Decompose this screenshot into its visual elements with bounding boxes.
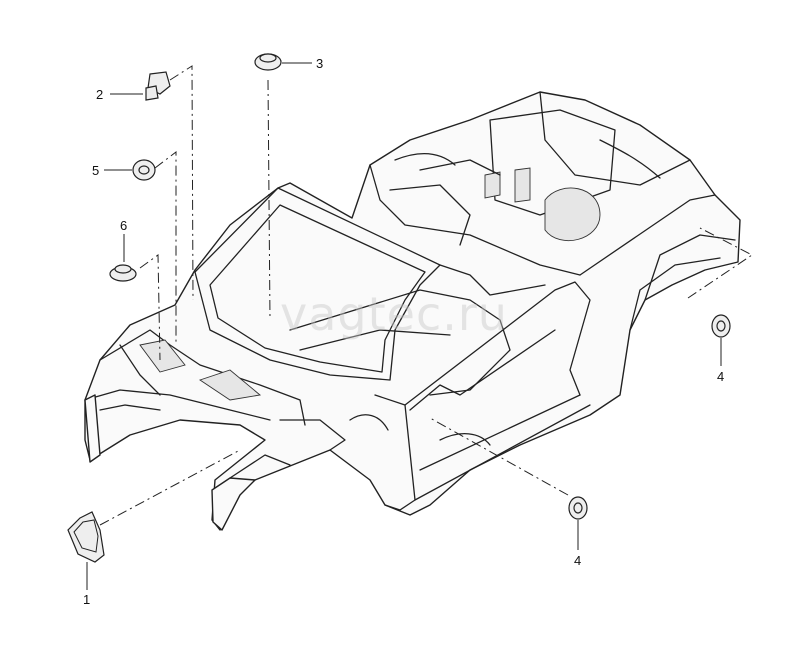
part-5-grommet xyxy=(104,159,156,181)
dashed-leaders xyxy=(99,65,753,526)
part-3-grommet xyxy=(254,53,312,71)
callout-2: 2 xyxy=(96,87,103,102)
part-4-grommet-bottom xyxy=(568,496,588,550)
callout-6: 6 xyxy=(120,218,127,233)
part-6-plug xyxy=(109,234,137,282)
part-2-clip xyxy=(110,71,171,101)
car-body-shell xyxy=(84,91,741,531)
watermark: vagtec.ru xyxy=(280,287,508,341)
callout-3: 3 xyxy=(316,56,323,71)
callout-4-bottom: 4 xyxy=(574,553,581,568)
part-4-grommet-right xyxy=(711,314,731,366)
callout-5: 5 xyxy=(92,163,99,178)
callout-1: 1 xyxy=(83,592,90,607)
part-1-cover-plate xyxy=(67,511,105,590)
callout-4-right: 4 xyxy=(717,369,724,384)
